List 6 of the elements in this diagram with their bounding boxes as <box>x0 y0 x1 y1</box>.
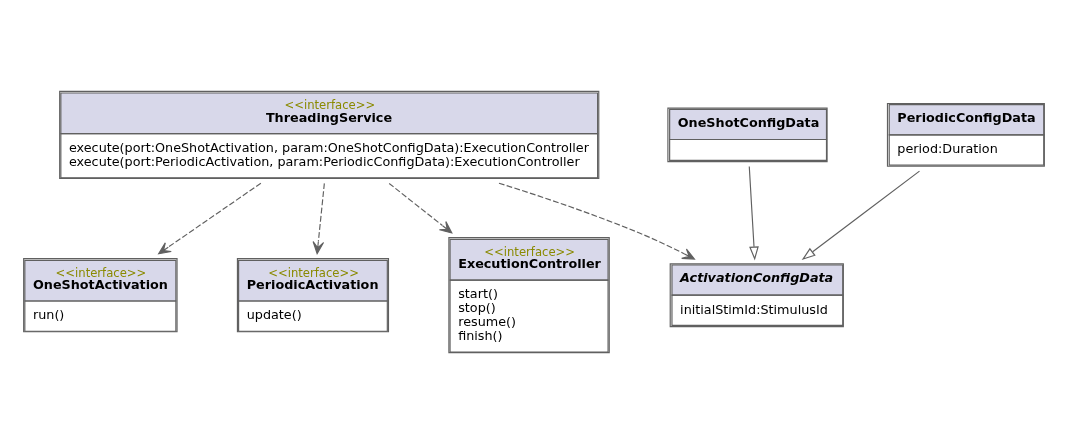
arrow <box>312 182 325 254</box>
arrow <box>158 182 262 254</box>
arrow <box>498 182 695 260</box>
arrow <box>801 170 921 260</box>
arrow <box>388 182 453 233</box>
arrow <box>748 165 759 260</box>
